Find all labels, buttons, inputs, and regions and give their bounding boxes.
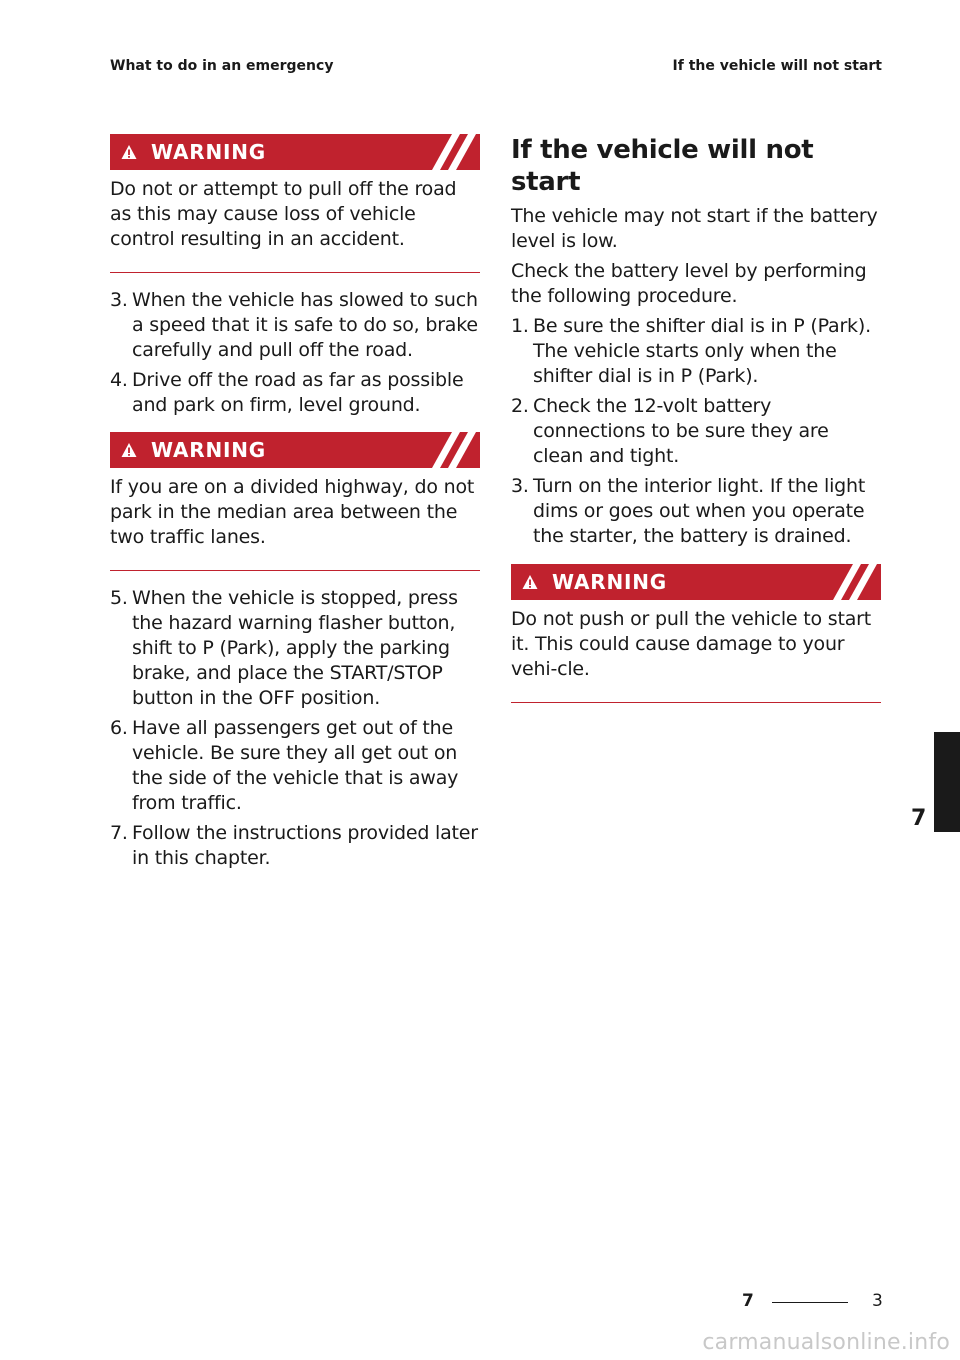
- warning-triangle-icon: [522, 575, 538, 589]
- footer-divider: [772, 1302, 848, 1303]
- footer-page-number: 3: [872, 1291, 883, 1311]
- step-number: 6.: [110, 717, 128, 739]
- slash-decoration-icon: [833, 564, 877, 600]
- step-number: 5.: [110, 587, 128, 609]
- warning-text: If you are on a divided highway, do not …: [110, 476, 475, 548]
- warning-label: WARNING: [151, 438, 266, 462]
- warning-banner: WARNING: [511, 564, 881, 600]
- step-text: When the vehicle has slowed to such a sp…: [132, 289, 478, 361]
- list-item: 3. When the vehicle has slowed to such a…: [110, 288, 480, 363]
- slash-decoration-icon: [432, 134, 476, 170]
- step-text: Drive off the road as far as possible an…: [132, 369, 464, 416]
- step-text: Be sure the shifter dial is in P (Park).…: [533, 315, 871, 387]
- slash-decoration-icon: [432, 432, 476, 468]
- step-number: 2.: [511, 395, 529, 417]
- warning-divider: [110, 570, 480, 571]
- warning-divider: [110, 272, 480, 273]
- step-text: When the vehicle is stopped, press the h…: [132, 587, 458, 709]
- watermark: carmanualsonline.info: [702, 1330, 950, 1355]
- right-column: If the vehicle will not start The vehicl…: [511, 134, 881, 703]
- warning-text: Do not or attempt to pull off the road a…: [110, 178, 457, 250]
- list-item: 7. Follow the instructions provided late…: [110, 821, 480, 871]
- footer-chapter-number: 7: [742, 1291, 754, 1311]
- list-item: 2. Check the 12-volt battery connections…: [511, 394, 881, 469]
- running-head-chapter: What to do in an emergency: [110, 58, 334, 74]
- chapter-thumb-tab: [934, 732, 960, 832]
- list-item: 4. Drive off the road as far as possible…: [110, 368, 480, 418]
- warning-text: Do not push or pull the vehicle to start…: [511, 608, 872, 680]
- warning-triangle-icon: [121, 443, 137, 457]
- step-number: 4.: [110, 369, 128, 391]
- step-number: 1.: [511, 315, 529, 337]
- step-list: 1. Be sure the shifter dial is in P (Par…: [511, 314, 881, 549]
- paragraph: Check the battery level by performing th…: [511, 260, 867, 307]
- step-number: 3.: [110, 289, 128, 311]
- step-number: 7.: [110, 822, 128, 844]
- left-column: WARNING Do not or attempt to pull off th…: [110, 134, 480, 876]
- step-list: 5. When the vehicle is stopped, press th…: [110, 586, 480, 871]
- warning-banner: WARNING: [110, 432, 480, 468]
- running-head-section: If the vehicle will not start: [672, 58, 882, 74]
- warning-label: WARNING: [151, 140, 266, 164]
- paragraph: The vehicle may not start if the battery…: [511, 205, 878, 252]
- warning-banner: WARNING: [110, 134, 480, 170]
- list-item: 6. Have all passengers get out of the ve…: [110, 716, 480, 816]
- step-text: Check the 12-volt battery connections to…: [533, 395, 829, 467]
- step-text: Follow the instructions provided later i…: [132, 822, 478, 869]
- step-text: Have all passengers get out of the vehic…: [132, 717, 459, 814]
- warning-divider: [511, 702, 881, 703]
- list-item: 1. Be sure the shifter dial is in P (Par…: [511, 314, 881, 389]
- chapter-thumb-number: 7: [911, 806, 927, 831]
- list-item: 5. When the vehicle is stopped, press th…: [110, 586, 480, 711]
- warning-label: WARNING: [552, 570, 667, 594]
- step-list: 3. When the vehicle has slowed to such a…: [110, 288, 480, 418]
- section-title: If the vehicle will not start: [511, 135, 814, 197]
- warning-triangle-icon: [121, 145, 137, 159]
- step-number: 3.: [511, 475, 529, 497]
- step-text: Turn on the interior light. If the light…: [533, 475, 866, 547]
- list-item: 3. Turn on the interior light. If the li…: [511, 474, 881, 549]
